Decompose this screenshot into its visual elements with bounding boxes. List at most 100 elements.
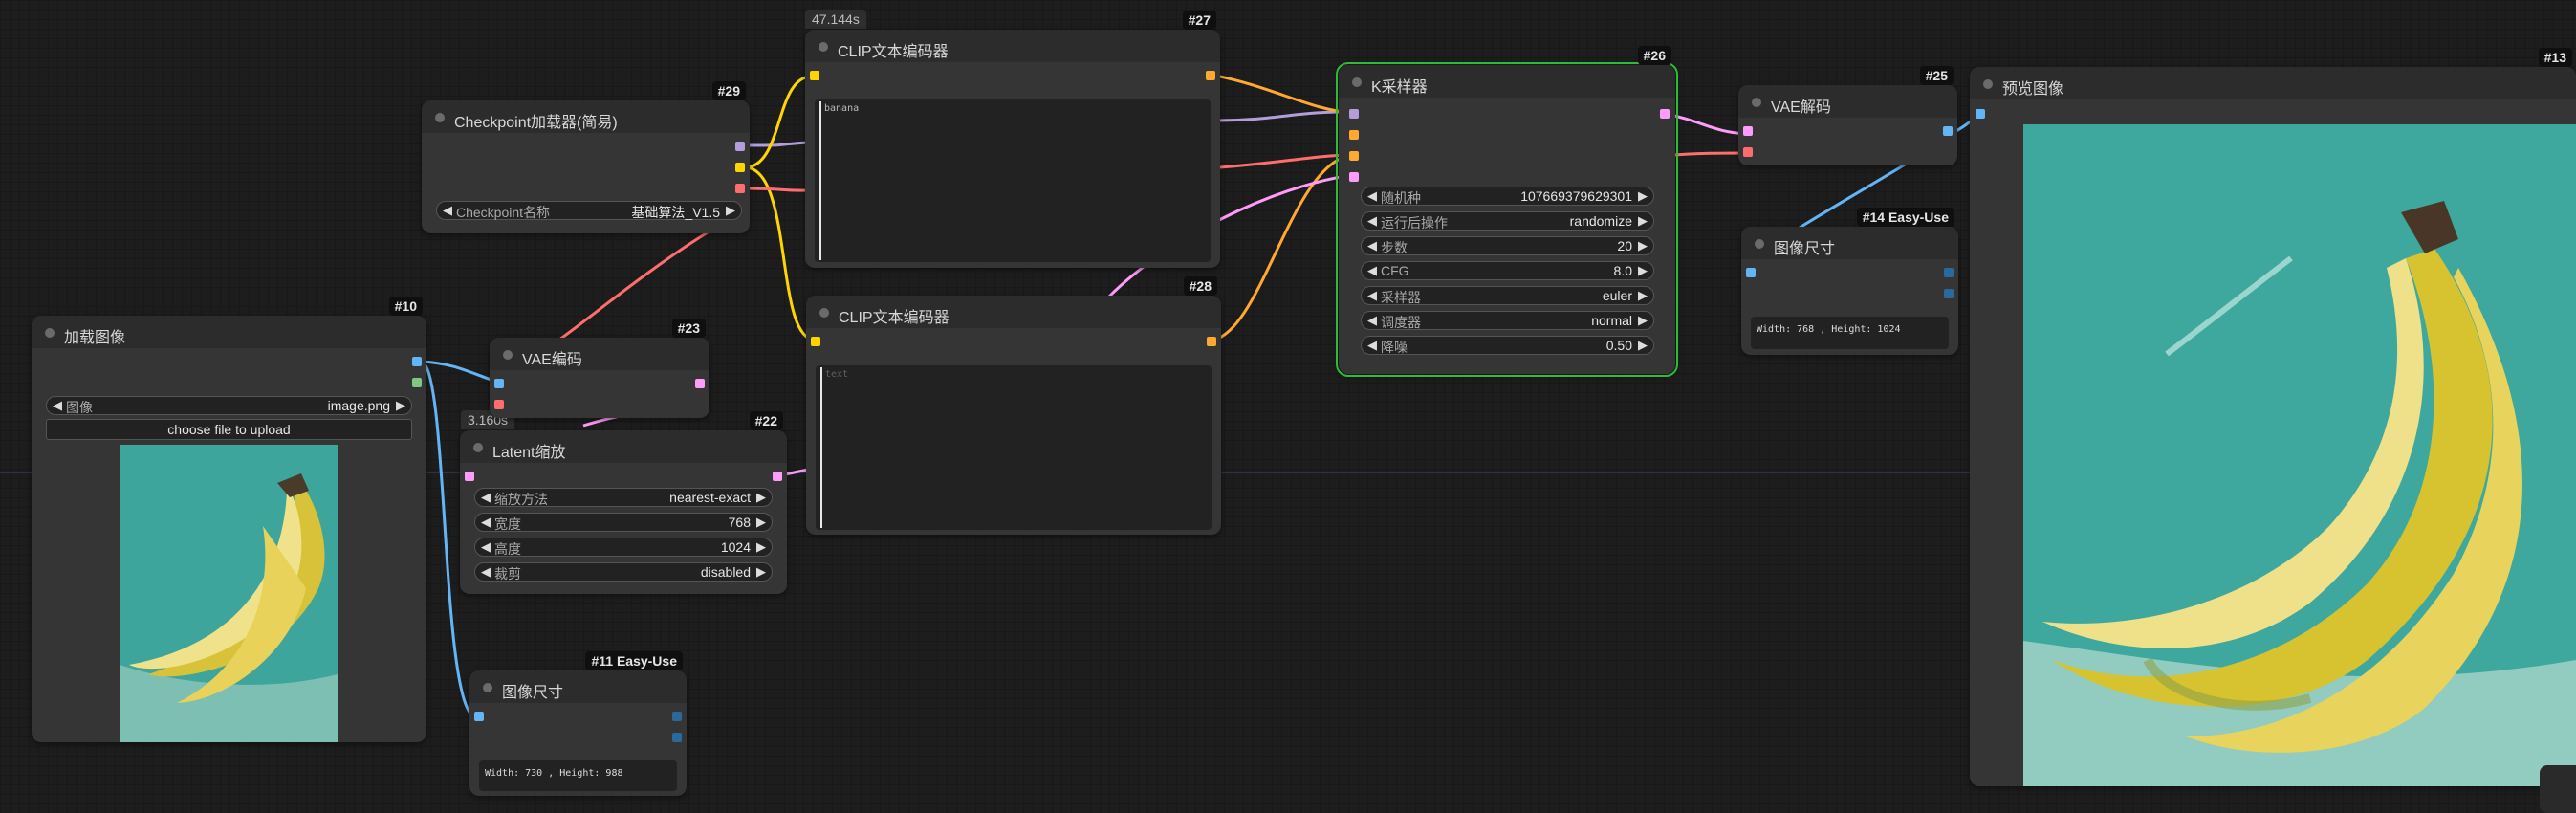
input-port-vae[interactable] [494, 400, 504, 409]
steps-stepper[interactable]: ◀ 步数 20 ▶ [1361, 236, 1654, 255]
increment-arrow[interactable]: ▶ [1638, 288, 1648, 302]
input-port-vae[interactable] [1743, 147, 1753, 157]
output-port-width[interactable] [1944, 268, 1954, 277]
decrement-arrow[interactable]: ◀ [1367, 288, 1377, 302]
seed-stepper[interactable]: ◀ 随机种 107669379629301 ▶ [1361, 187, 1654, 206]
collapse-dot[interactable] [435, 113, 445, 122]
crop-select[interactable]: ◀ 裁剪 disabled ▶ [474, 562, 773, 582]
decrement-arrow[interactable]: ◀ [481, 539, 491, 554]
decrement-arrow[interactable]: ◀ [481, 564, 491, 579]
increment-arrow[interactable]: ▶ [1638, 238, 1648, 253]
input-port-samples[interactable] [1743, 126, 1753, 136]
collapse-dot[interactable] [819, 42, 828, 52]
node-image-size-11[interactable]: #11 Easy-Use 图像尺寸 Width: 730 , Height: 9… [469, 651, 687, 796]
node-header[interactable]: Latent缩放 [460, 430, 787, 463]
collapse-dot[interactable] [473, 443, 483, 452]
cfg-stepper[interactable]: ◀ CFG 8.0 ▶ [1361, 261, 1654, 280]
upload-button[interactable]: choose file to upload [46, 419, 412, 440]
scheduler-select[interactable]: ◀ 调度器 normal ▶ [1361, 311, 1654, 330]
decrement-arrow[interactable]: ◀ [481, 515, 491, 529]
node-header[interactable]: VAE解码 [1738, 85, 1957, 118]
node-header[interactable]: 加载图像 [32, 316, 426, 348]
node-ksampler[interactable]: #26 K采样器 ◀ 随机种 107669379629301 ▶ ◀ 运行后操作… [1336, 46, 1678, 377]
increment-arrow[interactable]: ▶ [396, 398, 405, 412]
decrement-arrow[interactable]: ◀ [1367, 213, 1377, 228]
node-checkpoint-loader[interactable]: #29 Checkpoint加载器(简易) ◀ Checkpoint名称 基础算… [422, 81, 750, 233]
node-header[interactable]: 图像尺寸 [1741, 227, 1958, 259]
node-header[interactable]: 预览图像 [1970, 67, 2576, 99]
collapse-dot[interactable] [45, 328, 55, 338]
increment-arrow[interactable]: ▶ [1638, 338, 1648, 352]
input-port-samples[interactable] [465, 472, 474, 481]
input-port-image[interactable] [1746, 268, 1756, 277]
node-header[interactable]: VAE编码 [490, 338, 709, 370]
checkpoint-select[interactable]: ◀ Checkpoint名称 基础算法_V1.5 ▶ [436, 201, 742, 220]
collapse-dot[interactable] [483, 683, 492, 692]
input-port-negative[interactable] [1349, 151, 1359, 161]
increment-arrow[interactable]: ▶ [1638, 313, 1648, 327]
node-header[interactable]: 图像尺寸 [469, 670, 687, 703]
decrement-arrow[interactable]: ◀ [53, 398, 62, 412]
increment-arrow[interactable]: ▶ [756, 539, 766, 554]
input-port-latent[interactable] [1349, 172, 1359, 182]
input-port-clip[interactable] [811, 337, 820, 346]
node-preview-image[interactable]: #13 预览图像 [1970, 48, 2576, 786]
collapse-dot[interactable] [1755, 239, 1764, 249]
prompt-textarea[interactable]: text [816, 365, 1212, 530]
node-header[interactable]: Checkpoint加载器(简易) [422, 100, 750, 133]
output-port-width[interactable] [672, 712, 682, 721]
width-stepper[interactable]: ◀ 宽度 768 ▶ [474, 513, 773, 532]
node-clip-text-encode-negative[interactable]: #28 CLIP文本编码器 text [806, 276, 1221, 535]
collapse-dot[interactable] [503, 350, 513, 360]
output-port-latent[interactable] [1660, 109, 1670, 119]
input-port-image[interactable] [474, 712, 484, 721]
output-port-height[interactable] [1944, 289, 1954, 298]
sampler-select[interactable]: ◀ 采样器 euler ▶ [1361, 286, 1654, 305]
increment-arrow[interactable]: ▶ [726, 203, 735, 217]
decrement-arrow[interactable]: ◀ [1367, 338, 1377, 352]
collapse-dot[interactable] [1983, 79, 1993, 89]
increment-arrow[interactable]: ▶ [756, 564, 766, 579]
output-port-mask[interactable] [412, 378, 422, 387]
input-port-clip[interactable] [810, 71, 819, 80]
input-port-images[interactable] [1976, 109, 1985, 119]
decrement-arrow[interactable]: ◀ [443, 203, 452, 217]
decrement-arrow[interactable]: ◀ [481, 490, 491, 504]
increment-arrow[interactable]: ▶ [1638, 188, 1648, 203]
output-port-height[interactable] [672, 733, 682, 742]
increment-arrow[interactable]: ▶ [1638, 263, 1648, 277]
output-port-model[interactable] [735, 142, 745, 151]
node-image-size-14[interactable]: #14 Easy-Use 图像尺寸 Width: 768 , Height: 1… [1741, 208, 1958, 355]
input-port-positive[interactable] [1349, 130, 1359, 140]
output-port-image[interactable] [1943, 126, 1953, 136]
node-header[interactable]: K采样器 [1339, 65, 1675, 98]
height-stepper[interactable]: ◀ 高度 1024 ▶ [474, 538, 773, 557]
input-port-model[interactable] [1349, 109, 1359, 119]
canvas-corner-panel[interactable] [2540, 765, 2576, 813]
increment-arrow[interactable]: ▶ [756, 515, 766, 529]
collapse-dot[interactable] [1752, 98, 1761, 107]
output-port-conditioning[interactable] [1207, 337, 1216, 346]
collapse-dot[interactable] [819, 308, 829, 318]
increment-arrow[interactable]: ▶ [1638, 213, 1648, 228]
increment-arrow[interactable]: ▶ [756, 490, 766, 504]
decrement-arrow[interactable]: ◀ [1367, 238, 1377, 253]
collapse-dot[interactable] [1352, 77, 1362, 87]
output-port-latent[interactable] [695, 379, 705, 388]
node-vae-decode[interactable]: #25 VAE解码 [1738, 66, 1957, 165]
output-port-latent[interactable] [773, 472, 782, 481]
node-load-image[interactable]: #10 加载图像 ◀ 图像 image.png ▶ choose file to… [32, 297, 426, 742]
node-latent-upscale[interactable]: #22 Latent缩放 ◀ 缩放方法 nearest-exact ▶ ◀ 宽度… [460, 411, 787, 594]
decrement-arrow[interactable]: ◀ [1367, 313, 1377, 327]
input-port-pixels[interactable] [494, 379, 504, 388]
output-port-clip[interactable] [735, 163, 745, 172]
output-port-conditioning[interactable] [1206, 71, 1215, 80]
image-select[interactable]: ◀ 图像 image.png ▶ [46, 396, 412, 415]
decrement-arrow[interactable]: ◀ [1367, 188, 1377, 203]
output-port-image[interactable] [412, 357, 422, 366]
node-header[interactable]: CLIP文本编码器 [806, 296, 1221, 328]
node-clip-text-encode-positive[interactable]: #27 CLIP文本编码器 banana [805, 11, 1220, 268]
decrement-arrow[interactable]: ◀ [1367, 263, 1377, 277]
prompt-textarea[interactable]: banana [815, 99, 1211, 262]
node-vae-encode[interactable]: #23 VAE编码 [490, 319, 709, 418]
